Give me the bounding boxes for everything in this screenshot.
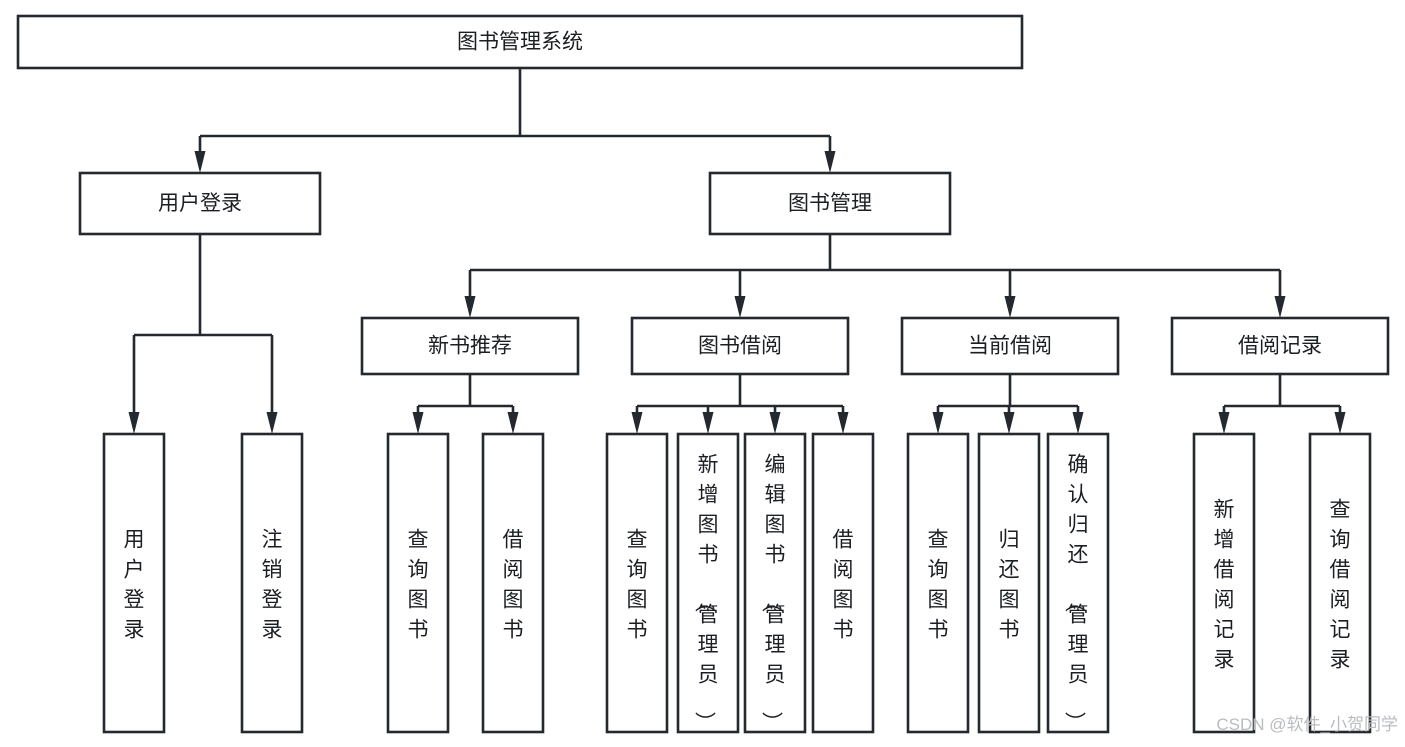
arrowhead [1003,412,1015,434]
node-box-leaf-query-borrow-record [1308,432,1372,734]
node-leaf-return-book[interactable]: 归还图书 [977,432,1041,734]
arrowhead [734,296,746,318]
node-leaf-user-login[interactable]: 用户登录 [102,432,166,734]
node-label-leaf-edit-book-admin: 编辑图书（管理员） [760,453,786,732]
node-leaf-borrow-book[interactable]: 借阅图书 [811,432,875,734]
arrowhead [194,151,206,173]
arrowhead [769,412,781,434]
connector-layer [128,68,1346,434]
node-current-borrow[interactable]: 当前借阅 [900,316,1120,376]
node-box-leaf-confirm-return-admin [1046,432,1110,734]
arrowhead [1218,412,1230,434]
node-leaf-logout[interactable]: 注销登录 [240,432,304,734]
node-box-borrow-record [1170,316,1390,376]
node-box-leaf-edit-book-admin [743,432,807,734]
node-box-leaf-return-book [977,432,1041,734]
node-leaf-confirm-return-admin[interactable]: 确认归还（管理员） [1046,432,1110,734]
node-label-borrow-record: 借阅记录 [1238,335,1322,358]
node-label-leaf-add-book-admin: 新增图书（管理员） [693,453,719,732]
node-book-borrow[interactable]: 图书借阅 [630,316,850,376]
node-label-leaf-query-book-cur: 查询图书 [928,528,949,641]
node-box-leaf-query-book-cur [906,432,970,734]
arrowhead [464,296,476,318]
arrowhead [128,412,140,434]
node-box-root [16,14,1024,70]
node-book-manage[interactable]: 图书管理 [708,171,952,236]
node-leaf-edit-book-admin[interactable]: 编辑图书（管理员） [743,432,807,734]
node-label-leaf-query-book-borrow: 查询图书 [627,528,648,641]
arrowhead [932,412,944,434]
arrowhead [1072,412,1084,434]
node-label-leaf-borrow-book: 借阅图书 [833,528,854,641]
node-label-current-borrow: 当前借阅 [968,335,1052,358]
arrowhead [507,412,519,434]
node-leaf-add-book-admin[interactable]: 新增图书（管理员） [676,432,740,734]
node-new-book-recommend[interactable]: 新书推荐 [360,316,580,376]
node-label-book-manage: 图书管理 [788,192,872,215]
node-leaf-query-borrow-record[interactable]: 查询借阅记录 [1308,432,1372,734]
node-label-leaf-query-borrow-record: 查询借阅记录 [1330,498,1351,671]
node-borrow-record[interactable]: 借阅记录 [1170,316,1390,376]
node-label-new-book-recommend: 新书推荐 [428,335,512,358]
node-label-book-borrow: 图书借阅 [698,335,782,358]
node-label-leaf-return-book: 归还图书 [999,528,1020,641]
node-box-leaf-query-book-rec [386,432,450,734]
node-label-leaf-logout: 注销登录 [262,528,283,641]
node-label-leaf-query-book-rec: 查询图书 [408,528,429,641]
arrowhead [1004,296,1016,318]
node-box-leaf-logout [240,432,304,734]
node-box-leaf-user-login [102,432,166,734]
arrowhead [824,151,836,173]
node-label-leaf-add-borrow-record: 新增借阅记录 [1214,498,1235,671]
node-box-new-book-recommend [360,316,580,376]
node-label-leaf-confirm-return-admin: 确认归还（管理员） [1063,453,1089,732]
node-box-current-borrow [900,316,1120,376]
node-label-root: 图书管理系统 [457,31,583,54]
csdn-watermark: CSDN @软件_小贺同学 [1216,715,1398,734]
arrowhead [702,412,714,434]
node-box-leaf-add-borrow-record [1192,432,1256,734]
node-box-leaf-borrow-book [811,432,875,734]
node-leaf-add-borrow-record[interactable]: 新增借阅记录 [1192,432,1256,734]
node-box-leaf-borrow-book-rec [481,432,545,734]
node-label-leaf-borrow-book-rec: 借阅图书 [503,528,524,641]
node-leaf-borrow-book-rec[interactable]: 借阅图书 [481,432,545,734]
node-leaf-query-book-borrow[interactable]: 查询图书 [605,432,669,734]
arrowhead [412,412,424,434]
node-label-leaf-user-login: 用户登录 [124,528,145,641]
node-leaf-query-book-cur[interactable]: 查询图书 [906,432,970,734]
arrowhead [631,412,643,434]
node-box-leaf-add-book-admin [676,432,740,734]
node-root[interactable]: 图书管理系统 [16,14,1024,70]
node-box-leaf-query-book-borrow [605,432,669,734]
node-label-user-login: 用户登录 [158,192,242,215]
node-user-login[interactable]: 用户登录 [78,171,322,236]
node-leaf-query-book-rec[interactable]: 查询图书 [386,432,450,734]
node-box-book-borrow [630,316,850,376]
arrowhead [837,412,849,434]
node-layer: 图书管理系统用户登录图书管理新书推荐图书借阅当前借阅借阅记录用户登录注销登录查询… [16,14,1390,734]
node-box-book-manage [708,171,952,236]
arrowhead [1334,412,1346,434]
arrowhead [1274,296,1286,318]
node-box-user-login [78,171,322,236]
arrowhead [266,412,278,434]
